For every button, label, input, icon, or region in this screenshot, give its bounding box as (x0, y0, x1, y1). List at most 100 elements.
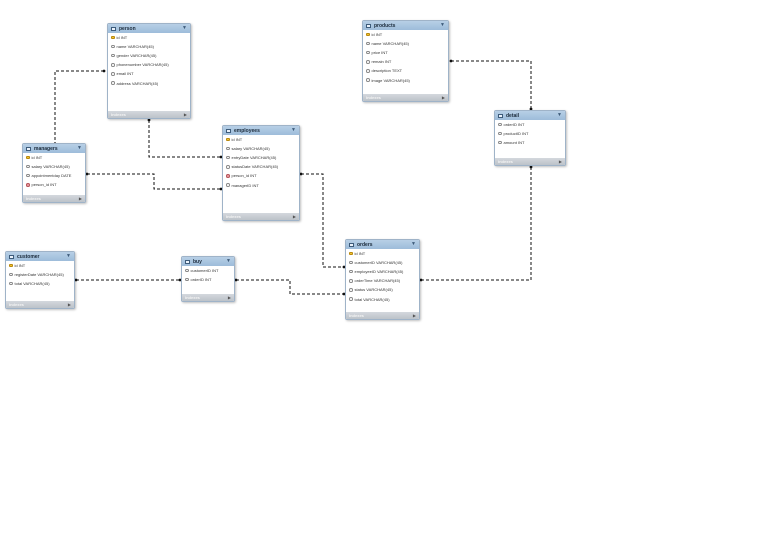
indexes-footer[interactable]: Indexes▶ (23, 195, 85, 202)
chevron-down-icon[interactable]: ▼ (557, 112, 562, 118)
relationship-start-marker (449, 59, 453, 63)
expand-arrow-icon[interactable]: ▶ (78, 196, 82, 201)
column-row[interactable]: amount INT (495, 138, 565, 147)
table-header[interactable]: customer▼ (6, 252, 74, 261)
column-row[interactable]: registerDate VARCHAR(45) (6, 270, 74, 279)
table-name: employees (234, 127, 260, 134)
column-label: total VARCHAR(45) (354, 296, 390, 302)
chevron-down-icon[interactable]: ▼ (182, 25, 187, 31)
column-row[interactable]: address VARCHAR(45) (108, 78, 190, 87)
expand-arrow-icon[interactable]: ▶ (227, 295, 231, 300)
column-row[interactable]: customerID INT (182, 266, 234, 275)
column-icon (26, 164, 30, 169)
column-row[interactable]: id INT (223, 135, 299, 144)
column-row[interactable]: total VARCHAR(45) (6, 279, 74, 288)
column-row[interactable]: id INT (6, 261, 74, 270)
column-icon (366, 50, 370, 55)
indexes-footer[interactable]: Indexes▶ (346, 312, 419, 319)
table-header[interactable]: managers▼ (23, 144, 85, 153)
column-row[interactable]: customerID VARCHAR(45) (346, 258, 419, 267)
column-row[interactable]: managerID INT (223, 180, 299, 189)
indexes-footer[interactable]: Indexes▶ (363, 94, 448, 101)
foreign-key-icon (226, 174, 230, 178)
column-label: orderID INT (503, 122, 525, 128)
table-header[interactable]: person▼ (108, 24, 190, 33)
expand-arrow-icon[interactable]: ▶ (183, 112, 187, 117)
column-icon (111, 44, 115, 49)
table-header[interactable]: buy ▼ (182, 257, 234, 266)
expand-arrow-icon[interactable]: ▶ (558, 159, 562, 164)
expand-arrow-icon[interactable]: ▶ (67, 302, 71, 307)
chevron-down-icon[interactable]: ▼ (440, 22, 445, 28)
indexes-footer[interactable]: Indexes▶ (108, 111, 190, 118)
table-name: buy (193, 258, 202, 265)
column-row[interactable]: productID INT (495, 129, 565, 138)
chevron-down-icon[interactable]: ▼ (226, 258, 231, 264)
column-label: gender VARCHAR(45) (116, 53, 157, 59)
column-row[interactable]: id INT (108, 33, 190, 42)
column-row[interactable]: entryDate VARCHAR(45) (223, 153, 299, 162)
relationship-employees-orders[interactable] (301, 173, 344, 268)
column-row[interactable]: price INT (363, 48, 448, 57)
column-icon (9, 272, 13, 277)
indexes-footer[interactable]: Indexes▶ (495, 158, 565, 165)
relationship-start-marker (74, 278, 78, 282)
chevron-down-icon[interactable]: ▼ (411, 241, 416, 247)
column-row[interactable]: phonenumber VARCHAR(45) (108, 60, 190, 69)
table-header[interactable]: detail▼ (495, 111, 565, 120)
expand-arrow-icon[interactable]: ▶ (441, 95, 445, 100)
relationship-person-managers[interactable] (54, 70, 104, 144)
relationship-detail-orders[interactable] (421, 167, 532, 281)
table-header[interactable]: orders▼ (346, 240, 419, 249)
table-header[interactable]: products▼ (363, 21, 448, 30)
column-row[interactable]: id INT (346, 249, 419, 258)
column-row[interactable]: person_id INT (223, 171, 299, 180)
column-row[interactable]: email INT (108, 69, 190, 78)
column-row[interactable]: id INT (23, 153, 85, 162)
expand-arrow-icon[interactable]: ▶ (292, 214, 296, 219)
indexes-label: Indexes (226, 214, 241, 219)
column-row[interactable]: description TEXT (363, 66, 448, 75)
column-row[interactable]: orderID INT (495, 120, 565, 129)
column-row[interactable]: person_id INT (23, 180, 85, 189)
column-row[interactable]: salary VARCHAR(45) (223, 144, 299, 153)
chevron-down-icon[interactable]: ▼ (66, 253, 71, 259)
relationship-products-detail[interactable] (451, 60, 532, 109)
column-row[interactable]: salary VARCHAR(45) (23, 162, 85, 171)
column-row[interactable]: name VARCHAR(45) (108, 42, 190, 51)
indexes-footer[interactable]: Indexes ▶ (223, 213, 299, 220)
column-row[interactable]: statusDate VARCHAR(45) (223, 162, 299, 171)
table-header[interactable]: employees ▼ (223, 126, 299, 135)
column-row[interactable]: orderTime VARCHAR(45) (346, 276, 419, 285)
column-row[interactable]: image VARCHAR(45) (363, 75, 448, 84)
indexes-footer[interactable]: Indexes▶ (182, 294, 234, 301)
indexes-footer[interactable]: Indexes▶ (6, 301, 74, 308)
column-row[interactable]: id INT (363, 30, 448, 39)
column-row[interactable]: appointmentday DATE (23, 171, 85, 180)
table-icon (226, 128, 231, 133)
column-row[interactable]: employeeID VARCHAR(45) (346, 267, 419, 276)
column-row[interactable]: name VARCHAR(45) (363, 39, 448, 48)
expand-arrow-icon[interactable]: ▶ (412, 313, 416, 318)
column-row[interactable]: orderID INT (182, 275, 234, 284)
column-row[interactable]: gender VARCHAR(45) (108, 51, 190, 60)
column-row[interactable]: total VARCHAR(45) (346, 294, 419, 303)
chevron-down-icon[interactable]: ▼ (291, 127, 296, 133)
column-label: id INT (371, 32, 383, 38)
column-row[interactable]: remain INT (363, 57, 448, 66)
relationship-managers-employees[interactable] (87, 173, 221, 190)
table-products[interactable]: products▼ id INT name VARCHAR(45)price INT… (362, 20, 449, 102)
column-row[interactable]: status VARCHAR(45) (346, 285, 419, 294)
chevron-down-icon[interactable]: ▼ (77, 145, 82, 151)
relationship-person-employees[interactable] (148, 120, 221, 158)
column-icon (111, 72, 115, 76)
relationship-buy-orders[interactable] (236, 279, 344, 295)
column-label: name VARCHAR(45) (371, 41, 410, 47)
